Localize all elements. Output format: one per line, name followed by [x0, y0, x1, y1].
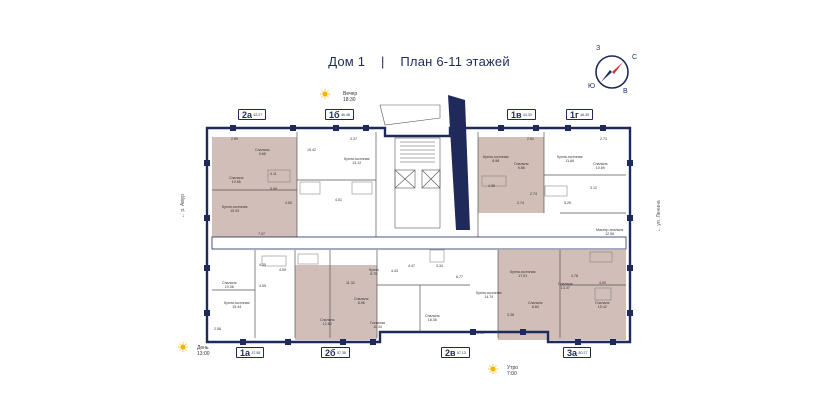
room-label: 3.38: [507, 313, 514, 317]
room-label: 6.77: [456, 275, 463, 279]
room-label: 2.58: [214, 327, 221, 331]
street-label-right: ← ул. Ленина: [656, 200, 662, 232]
compass-south: Ю: [588, 83, 596, 90]
apt-2b-shade: [295, 265, 377, 340]
room-label: 4.43: [391, 269, 398, 273]
compass-east: В: [623, 88, 628, 95]
window-piers: [204, 125, 633, 345]
shaft: [448, 95, 470, 230]
bathroom-fixtures: [261, 169, 613, 301]
house-title: Дом 1: [328, 54, 366, 69]
room-label: 4.51: [335, 198, 342, 202]
page-title: Дом 1 | План 6-11 этажей: [0, 54, 838, 69]
room-label: 2.73: [600, 137, 607, 141]
room-label: 2.51: [527, 137, 534, 141]
sun-morning-icon: [488, 364, 498, 374]
outer-walls: [205, 126, 632, 344]
corridor: [211, 236, 627, 250]
room-label: 2.74: [530, 192, 537, 196]
room-label: 4.55: [259, 284, 266, 288]
room-label: 5.26: [564, 201, 571, 205]
room-label: 2.49: [477, 331, 484, 335]
room-label: 4.59: [279, 268, 286, 272]
room-label: 2.89: [231, 137, 238, 141]
room-label: 7.07: [258, 232, 265, 236]
balcony: [379, 104, 441, 126]
room-label: 4.50: [285, 201, 292, 205]
room-label: 3.37: [350, 137, 357, 141]
room-label: 3.11: [270, 172, 277, 176]
room-label: 4.35: [259, 263, 266, 267]
apt-1v-shade: [478, 137, 544, 213]
compass-west: З: [596, 45, 601, 52]
apt-3a-shade: [498, 250, 626, 340]
compass-icon: [595, 55, 629, 89]
room-label: 4.00: [599, 281, 606, 285]
room-label: 3.12: [590, 186, 597, 190]
room-label: 4.78: [571, 274, 578, 278]
room-label: 4.35: [488, 184, 495, 188]
plan-title: План 6-11 этажей: [400, 54, 510, 69]
room-label: 19.42: [307, 148, 316, 152]
compass-north: С: [632, 54, 638, 61]
sun-day-icon: [178, 342, 188, 352]
stair-core: [394, 137, 441, 229]
room-label: 4.47: [408, 264, 415, 268]
sun-evening-icon: [320, 89, 330, 99]
street-label-left: ← р. Амур: [180, 193, 186, 218]
room-label: 2.74: [517, 201, 524, 205]
room-label: 11.32: [346, 281, 355, 285]
title-separator: |: [381, 54, 385, 69]
room-label: 5.99: [270, 187, 277, 191]
room-label: 3.34: [436, 264, 443, 268]
